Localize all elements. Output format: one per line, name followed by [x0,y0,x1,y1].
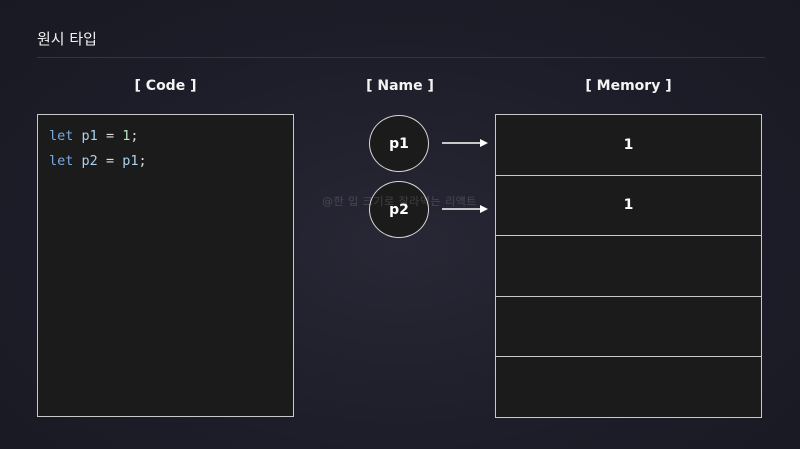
arrow-p1-to-memory [442,139,488,147]
name-header: [ Name ] [366,78,434,94]
code-panel: let p1 = 1; let p2 = p1; [37,114,294,417]
memory-cell-4 [496,297,761,358]
memory-panel: 1 1 [495,114,762,418]
page-title: 원시 타입 [37,30,97,48]
code-keyword: let [49,128,74,144]
memory-cell-2: 1 [496,176,761,237]
code-keyword: let [49,153,74,169]
memory-cell-3 [496,236,761,297]
code-value: 1 [122,128,131,144]
code-semicolon: ; [130,128,139,144]
title-divider [37,57,765,58]
code-value: p1 [122,153,139,169]
code-identifier: p2 [81,153,98,169]
code-operator: = [105,153,115,169]
code-identifier: p1 [81,128,98,144]
memory-cell-1: 1 [496,115,761,176]
code-header: [ Code ] [134,78,197,94]
code-operator: = [105,128,115,144]
code-line-1: let p1 = 1; [49,124,293,149]
memory-cell-5 [496,357,761,417]
code-line-2: let p2 = p1; [49,149,293,174]
arrow-p2-to-memory [442,205,488,213]
watermark: @한 입 크기로 잘라먹는 리액트 [322,195,477,208]
name-node-p2: p2 [369,181,429,238]
memory-header: [ Memory ] [585,78,672,94]
code-semicolon: ; [138,153,147,169]
name-node-p1: p1 [369,115,429,172]
